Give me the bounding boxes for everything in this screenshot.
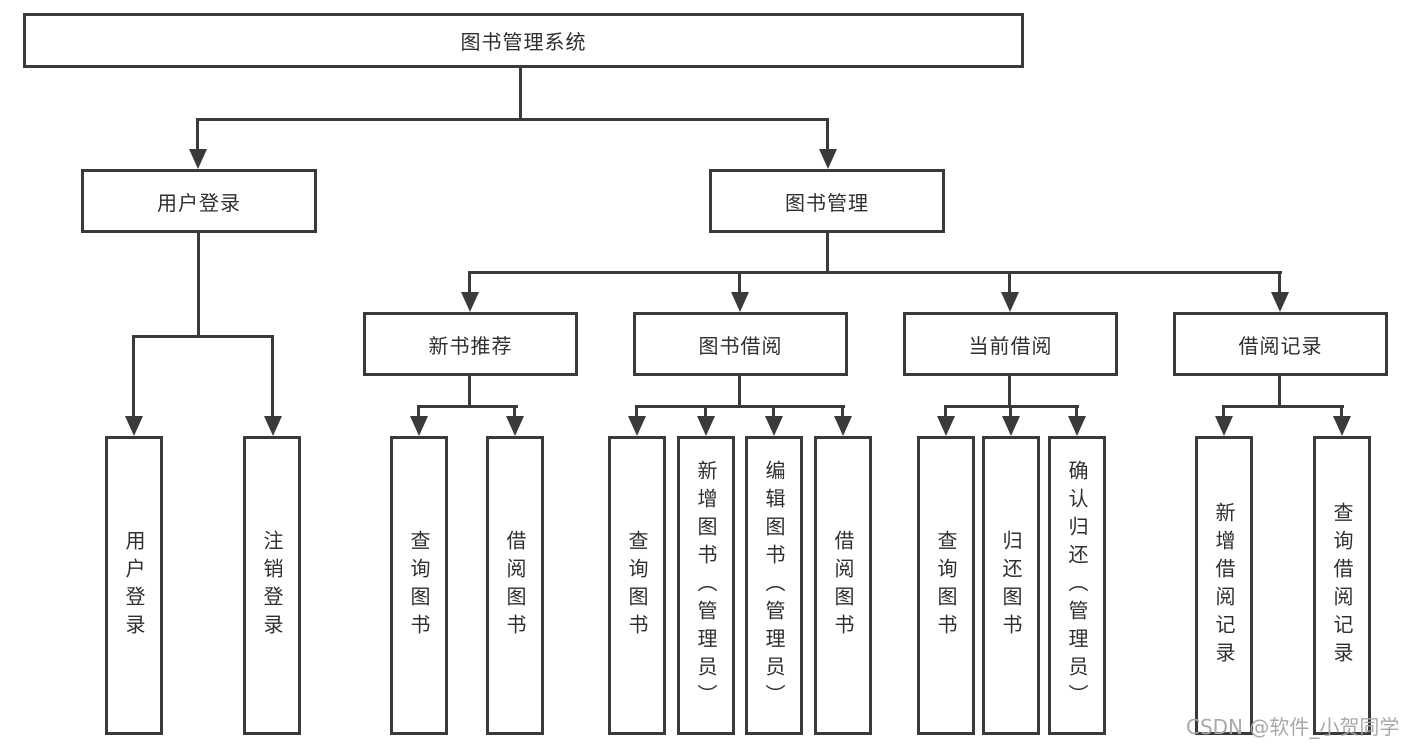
- node-user-login: 用户登录: [81, 169, 317, 233]
- node-label: 归还图书: [999, 529, 1023, 642]
- arrowhead: [506, 416, 524, 436]
- connector-stem: [196, 118, 199, 152]
- node-label: 当前借阅: [968, 333, 1053, 358]
- connector-records-drop: [1278, 376, 1281, 408]
- arrowhead: [937, 416, 955, 436]
- arrowhead: [1068, 416, 1086, 436]
- connector-stem: [1340, 405, 1343, 418]
- arrowhead: [697, 416, 715, 436]
- node-label: 查询图书: [934, 529, 958, 642]
- leaf-records-add-record: 新增借阅记录: [1195, 436, 1253, 735]
- connector-stem: [132, 335, 135, 418]
- connector-userlogin-drop: [197, 233, 200, 338]
- connector-stem: [1009, 405, 1012, 418]
- node-label: 图书管理: [785, 190, 869, 215]
- node-label: 注销登录: [260, 529, 284, 642]
- connector-stem: [417, 405, 420, 418]
- arrowhead: [1215, 416, 1233, 436]
- connector-stem: [841, 405, 844, 418]
- arrowhead: [1002, 416, 1020, 436]
- node-label: 新增图书（管理员）: [694, 459, 718, 712]
- node-label: 图书管理系统: [460, 30, 587, 54]
- connector-stem: [1008, 271, 1011, 294]
- node-new-book-recommend: 新书推荐: [363, 312, 578, 376]
- connector-newbook-drop: [468, 376, 471, 408]
- node-label: 借阅图书: [503, 529, 527, 642]
- node-label: 查询借阅记录: [1330, 501, 1354, 670]
- node-label: 编辑图书（管理员）: [762, 459, 786, 712]
- connector-borrow-bus: [635, 405, 845, 408]
- node-label: 确认归还（管理员）: [1065, 459, 1089, 712]
- leaf-current-confirm-return-admin: 确认归还（管理员）: [1048, 436, 1106, 735]
- connector-userlogin-bus: [132, 335, 274, 338]
- connector-stem: [772, 405, 775, 418]
- leaf-logout: 注销登录: [243, 436, 301, 735]
- node-book-management: 图书管理: [709, 169, 945, 233]
- arrowhead: [125, 416, 143, 436]
- connector-l2-bus: [196, 118, 829, 121]
- node-label: 查询图书: [625, 529, 649, 642]
- leaf-records-query-record: 查询借阅记录: [1313, 436, 1371, 735]
- arrowhead: [731, 292, 749, 312]
- node-label: 图书借阅: [698, 333, 783, 358]
- connector-stem: [1222, 405, 1225, 418]
- node-label: 用户登录: [122, 529, 146, 642]
- arrowhead: [189, 149, 207, 169]
- connector-bookmgmt-drop: [826, 233, 829, 274]
- arrowhead: [461, 292, 479, 312]
- connector-borrow-drop: [738, 376, 741, 408]
- arrowhead: [1333, 416, 1351, 436]
- connector-stem: [704, 405, 707, 418]
- node-label: 新增借阅记录: [1212, 501, 1236, 670]
- arrowhead: [819, 149, 837, 169]
- arrowhead: [264, 416, 282, 436]
- arrowhead: [1271, 292, 1289, 312]
- node-borrow-records: 借阅记录: [1173, 312, 1388, 376]
- connector-stem: [635, 405, 638, 418]
- arrowhead: [628, 416, 646, 436]
- leaf-borrow-add-books-admin: 新增图书（管理员）: [677, 436, 735, 735]
- leaf-user-login: 用户登录: [105, 436, 163, 735]
- leaf-current-return-books: 归还图书: [982, 436, 1040, 735]
- node-label: 查询图书: [407, 529, 431, 642]
- node-label: 新书推荐: [428, 333, 513, 358]
- connector-l3-bus: [468, 271, 1282, 274]
- node-label: 借阅图书: [831, 529, 855, 642]
- connector-stem: [944, 405, 947, 418]
- leaf-current-query-books: 查询图书: [917, 436, 975, 735]
- node-label: 用户登录: [157, 190, 241, 215]
- connector-stem: [1278, 271, 1281, 294]
- arrowhead: [765, 416, 783, 436]
- connector-root-drop: [519, 68, 522, 121]
- connector-stem: [513, 405, 516, 418]
- leaf-borrow-borrow-books: 借阅图书: [814, 436, 872, 735]
- connector-stem: [1075, 405, 1078, 418]
- arrowhead: [834, 416, 852, 436]
- connector-stem: [738, 271, 741, 294]
- node-book-borrow: 图书借阅: [633, 312, 848, 376]
- arrowhead: [410, 416, 428, 436]
- leaf-newbook-query-books: 查询图书: [390, 436, 448, 735]
- connector-stem: [468, 271, 471, 294]
- node-current-borrow: 当前借阅: [903, 312, 1118, 376]
- csdn-watermark: CSDN @软件_小贺同学: [1186, 715, 1400, 739]
- connector-newbook-bus: [417, 405, 518, 408]
- node-library-system: 图书管理系统: [23, 13, 1024, 68]
- connector-stem: [826, 118, 829, 152]
- node-label: 借阅记录: [1238, 333, 1323, 358]
- connector-stem: [271, 335, 274, 418]
- leaf-newbook-borrow-books: 借阅图书: [486, 436, 544, 735]
- leaf-borrow-edit-books-admin: 编辑图书（管理员）: [745, 436, 803, 735]
- arrowhead: [1001, 292, 1019, 312]
- connector-current-drop: [1008, 376, 1011, 408]
- connector-records-bus: [1222, 405, 1344, 408]
- leaf-borrow-query-books: 查询图书: [608, 436, 666, 735]
